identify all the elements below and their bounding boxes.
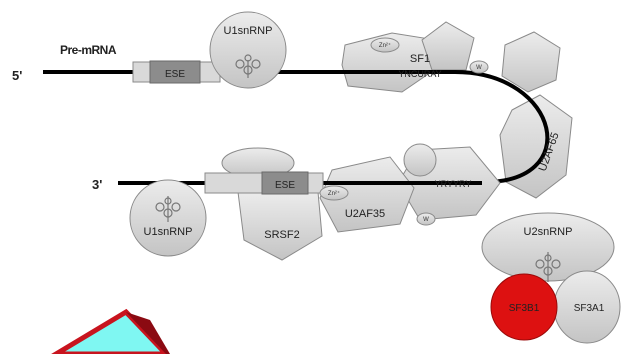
w-top-label: W	[476, 65, 482, 71]
u2af35-label: U2AF35	[345, 208, 385, 220]
ese-bottom	[205, 172, 323, 194]
u1snrnp-bottom	[130, 180, 206, 256]
u1snrnp-top	[210, 12, 286, 88]
yncuray-label: YNCURAY	[398, 69, 441, 79]
sf3b1-label: SF3B1	[509, 303, 540, 314]
ese-bottom-label: ESE	[275, 180, 295, 191]
u2snrnp-label: U2snRNP	[524, 226, 573, 238]
three-prime-label: 3'	[92, 177, 102, 192]
srsf2-protein	[238, 192, 322, 260]
u2af65-protein	[500, 95, 572, 198]
cyan-box	[56, 312, 170, 354]
u1snrnp-top-label: U1snRNP	[224, 25, 273, 37]
pre-mrna-label: Pre-mRNA	[60, 43, 117, 57]
sf3a1-label: SF3A1	[574, 303, 605, 314]
srsf2-label: SRSF2	[264, 229, 299, 241]
five-prime-label: 5'	[12, 68, 22, 83]
zn-top-label: Zn²⁺	[379, 42, 391, 49]
yryyry-label: YRYYRY	[435, 179, 472, 189]
sf1-label: SF1	[410, 53, 430, 65]
w-bottom-label: W	[423, 217, 429, 223]
u1snrnp-bottom-label: U1snRNP	[144, 226, 193, 238]
zn-bottom-label: Zn²⁺	[328, 190, 340, 197]
sf1-protein	[342, 22, 474, 92]
ese-top-label: ESE	[165, 69, 185, 80]
